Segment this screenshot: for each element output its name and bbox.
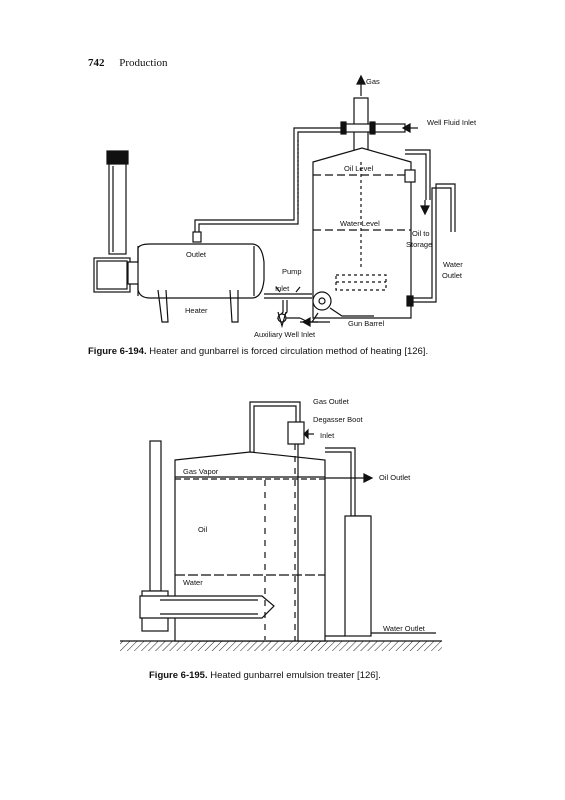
- oil-outlet-pipe: [325, 447, 374, 521]
- figure-6-194-caption: Figure 6-194. Heater and gunbarrel is fo…: [88, 346, 428, 357]
- label-water: Water: [443, 260, 463, 269]
- label-storage: Storage: [406, 240, 432, 249]
- label-inlet: Inlet: [275, 284, 290, 293]
- figure-6-194-labels: Gas Well Fluid Inlet Oil Level Water Lev…: [185, 77, 477, 339]
- label-gas: Gas: [366, 77, 380, 86]
- pump-circulation: [264, 286, 374, 329]
- caption-label-6-195: Figure 6-195.: [149, 670, 208, 681]
- figure-6-195-diagram: [120, 401, 442, 651]
- label-heater-outlet: Outlet: [186, 250, 207, 259]
- label-gun-barrel: Gun Barrel: [348, 319, 385, 328]
- figure-6-194-diagram: [93, 74, 456, 329]
- caption-text-6-194: Heater and gunbarrel is forced circulati…: [149, 346, 429, 357]
- heater-vessel: [127, 231, 265, 323]
- page-header: 742 Production: [88, 57, 168, 69]
- label-oil: Oil: [198, 525, 208, 534]
- caption-text-6-195: Heated gunbarrel emulsion treater [126].: [210, 670, 381, 681]
- heater-stack: [93, 150, 131, 293]
- heater-outlet-piping: [194, 127, 345, 232]
- water-outlet-piping: [406, 183, 456, 307]
- label-well-fluid-inlet: Well Fluid Inlet: [427, 118, 477, 127]
- label-inlet-2: Inlet: [320, 431, 335, 440]
- ground-hatch: [120, 641, 442, 651]
- label-degasser-boot: Degasser Boot: [313, 415, 364, 424]
- water-leg: [325, 515, 436, 637]
- oil-to-storage-piping: [404, 149, 431, 216]
- label-oil-level: Oil Level: [344, 164, 374, 173]
- caption-label-6-194: Figure 6-194.: [88, 346, 147, 357]
- label-oil-outlet: Oil Outlet: [379, 473, 411, 482]
- figure-6-195-labels: Gas Outlet Degasser Boot Inlet Gas Vapor…: [183, 397, 426, 633]
- label-oil-to: Oil to: [412, 229, 430, 238]
- degasser-boot: [249, 401, 314, 641]
- label-aux-well-inlet: Auxiliary Well Inlet: [254, 330, 316, 339]
- fire-tube: [139, 595, 275, 619]
- gun-barrel-tank: [312, 147, 412, 319]
- figure-6-195-caption: Figure 6-195. Heated gunbarrel emulsion …: [149, 670, 381, 681]
- gas-outlet-pipe: [353, 74, 369, 161]
- label-gas-outlet: Gas Outlet: [313, 397, 350, 406]
- page-number: 742: [88, 57, 105, 69]
- label-pump: Pump: [282, 267, 302, 276]
- label-water-outlet: Outlet: [442, 271, 463, 280]
- section-title: Production: [119, 57, 168, 69]
- label-water-2: Water: [183, 578, 203, 587]
- well-fluid-inlet-pipe: [340, 121, 418, 135]
- label-gas-vapor: Gas Vapor: [183, 467, 219, 476]
- label-water-level: Water Level: [340, 219, 380, 228]
- treater-tank: [174, 451, 326, 642]
- label-heater: Heater: [185, 306, 208, 315]
- label-water-outlet-2: Water Outlet: [383, 624, 426, 633]
